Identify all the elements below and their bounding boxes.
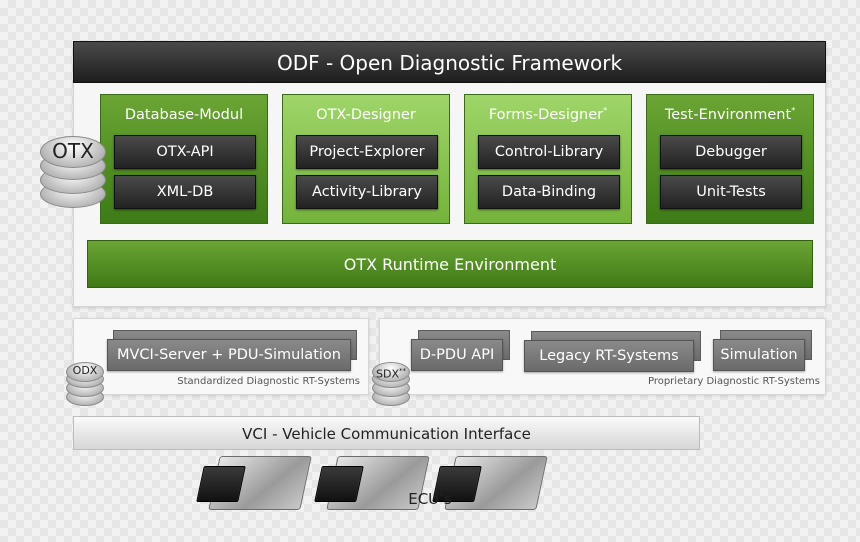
odx-database-icon: ODX	[66, 362, 104, 406]
d-pdu-api-box: D-PDU API	[411, 339, 503, 371]
data-binding-box: Data-Binding	[478, 175, 620, 209]
legacy-rt-systems-box: Legacy RT-Systems	[524, 340, 694, 372]
project-explorer-box: Project-Explorer	[296, 135, 438, 169]
simulation-box: Simulation	[713, 339, 805, 371]
otx-api-box: OTX-API	[114, 135, 256, 169]
debugger-box: Debugger	[660, 135, 802, 169]
ecu-device-icon	[196, 452, 312, 514]
otx-runtime-environment: OTX Runtime Environment	[87, 240, 813, 288]
otx-database-icon: OTX	[40, 136, 106, 208]
odf-title: ODF - Open Diagnostic Framework	[73, 41, 826, 83]
module-title: Database-Modul	[124, 106, 244, 123]
standardized-caption: Standardized Diagnostic RT-Systems	[177, 376, 360, 387]
module-title: OTX-Designer	[316, 106, 416, 123]
sdx-database-icon: SDX**	[372, 362, 410, 406]
control-library-box: Control-Library	[478, 135, 620, 169]
module-database: Database-Modul OTX-API XML-DB	[100, 94, 268, 224]
mvci-server-box: MVCI-Server + PDU-Simulation	[107, 339, 351, 371]
xml-db-box: XML-DB	[114, 175, 256, 209]
module-forms-designer: Forms-Designer* Control-Library Data-Bin…	[464, 94, 632, 224]
activity-library-box: Activity-Library	[296, 175, 438, 209]
module-title: Forms-Designer*	[488, 106, 608, 123]
module-test-environment: Test-Environment* Debugger Unit-Tests	[646, 94, 814, 224]
proprietary-caption: Proprietary Diagnostic RT-Systems	[647, 376, 820, 387]
vci-bar: VCI - Vehicle Communication Interface	[73, 416, 700, 450]
module-otx-designer: OTX-Designer Project-Explorer Activity-L…	[282, 94, 450, 224]
otx-label: OTX	[52, 139, 94, 163]
odx-label: ODX	[72, 364, 98, 377]
module-title: Test-Environment*	[664, 106, 796, 123]
ecu-label: ECU’s	[408, 490, 452, 508]
sdx-label: SDX**	[376, 367, 406, 381]
unit-tests-box: Unit-Tests	[660, 175, 802, 209]
